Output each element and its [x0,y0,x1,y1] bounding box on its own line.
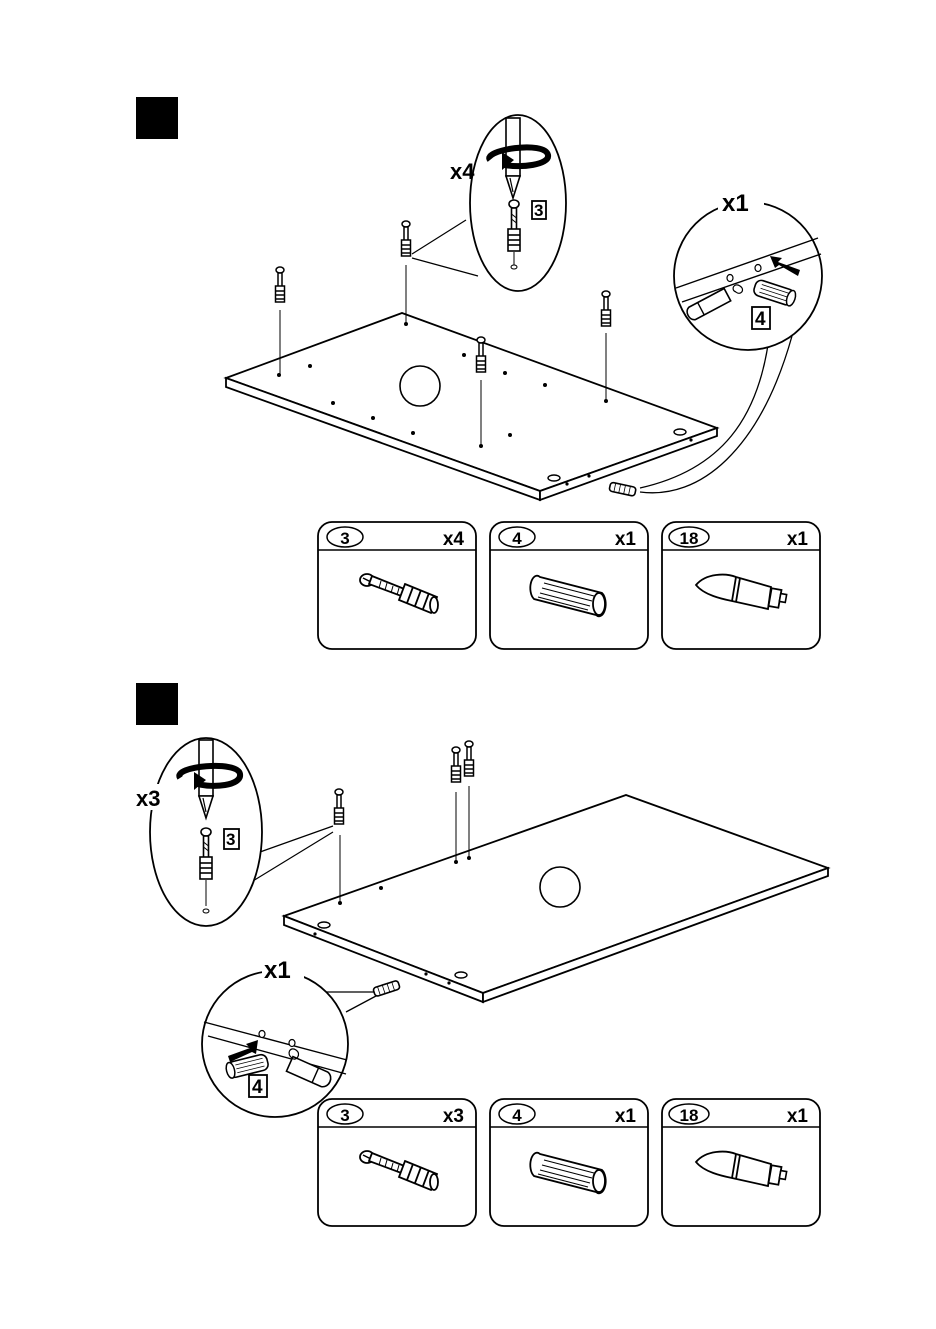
part-quantity: x1 [615,529,637,550]
part-card: 4 x1 [490,1099,648,1226]
parts-list: 3 x3 4 x1 18 x1 [318,1099,820,1226]
screw-detail: x4 3 [412,115,566,291]
step-2: x3 3 x1 [132,683,828,1226]
part-number: 4 [512,1106,522,1125]
step-1: x4 3 x1 [136,97,822,649]
part-number: 3 [340,529,349,548]
part-tag: 4 [755,309,766,330]
quantity-label: x3 [136,786,160,811]
part-number: 18 [680,1106,699,1125]
part-quantity: x1 [787,529,809,550]
part-number: 3 [340,1106,349,1125]
part-number: 18 [680,529,699,548]
part-tag: 3 [226,830,235,849]
part-tag: 3 [534,201,543,220]
step-marker [136,97,178,139]
part-card: 3 x4 [318,522,476,649]
parts-list: 3 x4 4 x1 18 x1 [318,522,820,649]
part-card: 3 x3 [318,1099,476,1226]
part-quantity: x4 [443,529,465,550]
panel [284,795,828,1002]
panel [226,313,717,500]
quantity-label: x1 [722,190,749,217]
part-quantity: x1 [787,1106,809,1127]
part-card: 18 x1 [662,522,820,649]
step-marker [136,683,178,725]
part-number: 4 [512,529,522,548]
screw-detail: x3 3 [132,738,333,926]
dowel-detail: x1 4 [202,957,400,1117]
quantity-label: x4 [450,159,475,184]
part-card: 18 x1 [662,1099,820,1226]
quantity-label: x1 [264,957,291,984]
part-card: 4 x1 [490,522,648,649]
part-quantity: x3 [443,1106,464,1127]
part-tag: 4 [252,1077,263,1098]
part-quantity: x1 [615,1106,637,1127]
